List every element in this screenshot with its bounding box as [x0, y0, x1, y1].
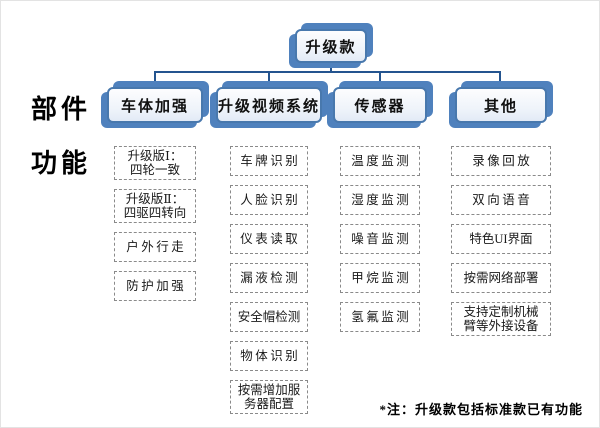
branch-header-label: 车体加强	[120, 98, 189, 115]
feature-item: 氢氟监测	[340, 302, 420, 332]
root-node-label: 升级款	[305, 39, 357, 56]
feature-item: 升级版Ⅰ： 四轮一致	[114, 146, 196, 180]
feature-item: 户外行走	[114, 232, 196, 262]
branch-column-2: 传感器温度监测湿度监测噪音监测甲烷监测氢氟监测	[327, 81, 433, 341]
branch-header-face: 传感器	[333, 87, 427, 123]
branch-header-node: 升级视频系统	[210, 81, 328, 128]
branch-header-face: 升级视频系统	[216, 87, 322, 123]
root-node: 升级款	[289, 23, 373, 68]
branch-header-node: 车体加强	[101, 81, 209, 128]
branch-header-face: 车体加强	[107, 87, 203, 123]
feature-item: 漏液检测	[230, 263, 308, 293]
footnote: *注：升级款包括标准款已有功能	[379, 402, 583, 417]
branch-column-0: 车体加强升级版Ⅰ： 四轮一致升级版Ⅱ： 四驱四转向户外行走防护加强	[101, 81, 209, 310]
branch-items: 温度监测湿度监测噪音监测甲烷监测氢氟监测	[332, 146, 428, 332]
feature-item: 湿度监测	[340, 185, 420, 215]
branch-items: 录像回放双向语音特色UI界面按需网络部署支持定制机械 臂等外接设备	[451, 146, 551, 336]
feature-item: 温度监测	[340, 146, 420, 176]
feature-item: 仪表读取	[230, 224, 308, 254]
feature-item: 人脸识别	[230, 185, 308, 215]
feature-item: 噪音监测	[340, 224, 420, 254]
branch-column-1: 升级视频系统车牌识别人脸识别仪表读取漏液检测安全帽检测物体识别按需增加服 务器配…	[210, 81, 328, 423]
branch-column-3: 其他录像回放双向语音特色UI界面按需网络部署支持定制机械 臂等外接设备	[449, 81, 553, 345]
branch-items: 车牌识别人脸识别仪表读取漏液检测安全帽检测物体识别按需增加服 务器配置	[216, 146, 322, 414]
branch-items: 升级版Ⅰ： 四轮一致升级版Ⅱ： 四驱四转向户外行走防护加强	[106, 146, 204, 301]
branch-header-node: 传感器	[327, 81, 433, 128]
branch-header-label: 其他	[483, 98, 518, 115]
row-label-functions: 功能	[31, 149, 92, 178]
branch-header-label: 传感器	[354, 98, 406, 115]
branch-header-node: 其他	[449, 81, 553, 128]
feature-item: 支持定制机械 臂等外接设备	[451, 302, 551, 336]
branch-header-label: 升级视频系统	[218, 98, 321, 115]
feature-item: 安全帽检测	[230, 302, 308, 332]
row-label-components: 部件	[31, 95, 92, 124]
feature-item: 物体识别	[230, 341, 308, 371]
feature-item: 甲烷监测	[340, 263, 420, 293]
feature-item: 录像回放	[451, 146, 551, 176]
branch-header-face: 其他	[455, 87, 547, 123]
feature-item: 特色UI界面	[451, 224, 551, 254]
feature-item: 按需增加服 务器配置	[230, 380, 308, 414]
feature-item: 车牌识别	[230, 146, 308, 176]
feature-item: 升级版Ⅱ： 四驱四转向	[114, 189, 196, 223]
feature-item: 按需网络部署	[451, 263, 551, 293]
feature-item: 防护加强	[114, 271, 196, 301]
feature-item: 双向语音	[451, 185, 551, 215]
root-node-face: 升级款	[295, 29, 367, 63]
